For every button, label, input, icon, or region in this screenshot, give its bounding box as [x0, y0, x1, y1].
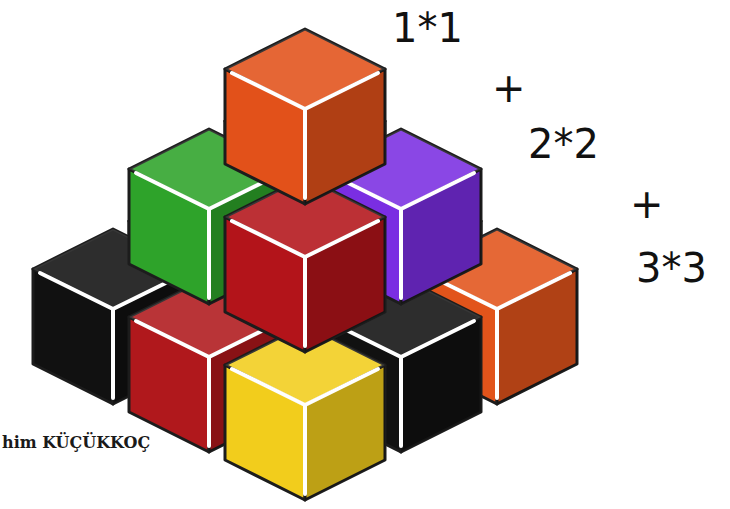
cube	[225, 29, 385, 204]
formula-term: 1*1	[392, 6, 463, 50]
formula-term: 3*3	[636, 246, 707, 290]
plus-sign: +	[492, 66, 526, 110]
plus-sign: +	[630, 182, 664, 226]
watermark: him KÜÇÜKKOÇ	[2, 434, 150, 452]
formula-term: 2*2	[528, 122, 599, 166]
